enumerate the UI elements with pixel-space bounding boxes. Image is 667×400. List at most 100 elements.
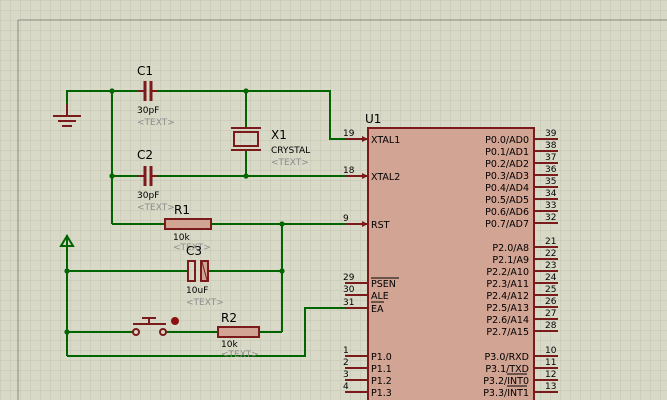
c2-value: 30pF bbox=[137, 191, 159, 201]
pin-number-31: 31 bbox=[343, 298, 354, 308]
capacitor-c2[interactable]: C2 30pF <TEXT> bbox=[137, 148, 175, 213]
pin-label-p1-1: P1.1 bbox=[371, 364, 392, 375]
pin-number-1: 1 bbox=[343, 346, 349, 356]
wires bbox=[66, 90, 345, 357]
pin-input-arrow bbox=[362, 173, 368, 179]
power-terminal-icon[interactable] bbox=[59, 234, 75, 247]
pin-number-28: 28 bbox=[545, 321, 557, 331]
pin-number-12: 12 bbox=[545, 370, 556, 380]
capacitor-c3[interactable]: C3 10uF <TEXT> bbox=[186, 244, 224, 308]
crystal-x1[interactable]: X1 CRYSTAL <TEXT> bbox=[231, 127, 310, 168]
pin-label-p0-7-ad7: P0.7/AD7 bbox=[485, 219, 529, 230]
pin-label-p0-1-ad1: P0.1/AD1 bbox=[485, 147, 529, 158]
pin-number-32: 32 bbox=[545, 213, 556, 223]
x1-value: CRYSTAL bbox=[271, 146, 310, 156]
chip-pin-left[interactable]: 1P1.0 bbox=[343, 346, 392, 363]
r2-value: 10k bbox=[221, 340, 238, 350]
pin-label-p0-2-ad2: P0.2/AD2 bbox=[485, 159, 529, 170]
pin-label-xtal2: XTAL2 bbox=[371, 172, 400, 183]
c2-ref: C2 bbox=[137, 148, 153, 162]
pin-label-p3-2-int0: P3.2/INT0 bbox=[483, 376, 529, 387]
microcontroller-u1[interactable]: U1 19XTAL118XTAL29RST29PSEN30ALE31EA1P1.… bbox=[343, 112, 558, 400]
pin-number-39: 39 bbox=[545, 129, 557, 139]
pin-number-9: 9 bbox=[343, 214, 349, 224]
junction-dot bbox=[279, 268, 285, 274]
left-pins: 19XTAL118XTAL29RST29PSEN30ALE31EA1P1.02P… bbox=[343, 129, 400, 399]
chip-pin-left[interactable]: 4P1.3 bbox=[343, 382, 392, 399]
pin-label-p2-7-a15: P2.7/A15 bbox=[486, 327, 529, 338]
pin-label-p2-3-a11: P2.3/A11 bbox=[486, 279, 529, 290]
pin-number-19: 19 bbox=[343, 129, 355, 139]
chip-pin-left[interactable]: 2P1.1 bbox=[343, 358, 392, 375]
junction-dot bbox=[243, 88, 249, 94]
pin-number-18: 18 bbox=[343, 166, 355, 176]
switch-actuator-dot[interactable] bbox=[171, 317, 179, 325]
pin-number-26: 26 bbox=[545, 297, 557, 307]
pin-number-21: 21 bbox=[545, 237, 556, 247]
wire-vcc-to-ea bbox=[67, 307, 345, 357]
pin-label-p0-6-ad6: P0.6/AD6 bbox=[485, 207, 529, 218]
pin-number-11: 11 bbox=[545, 358, 556, 368]
r1-placeholder: <TEXT> bbox=[173, 243, 211, 253]
push-button-switch[interactable] bbox=[132, 317, 179, 336]
ground-icon[interactable] bbox=[53, 104, 81, 127]
pin-number-22: 22 bbox=[545, 249, 556, 259]
r2-ref: R2 bbox=[221, 311, 237, 325]
pin-number-25: 25 bbox=[545, 285, 556, 295]
pin-number-29: 29 bbox=[343, 273, 355, 283]
pin-label-p2-6-a14: P2.6/A14 bbox=[486, 315, 529, 326]
pin-label-p3-0-rxd: P3.0/RXD bbox=[485, 352, 529, 363]
r2-placeholder: <TEXT> bbox=[221, 350, 259, 360]
c3-value: 10uF bbox=[186, 286, 208, 296]
junction-dot bbox=[109, 88, 115, 94]
pin-label-ea: EA bbox=[371, 304, 384, 315]
pin-label-p1-0: P1.0 bbox=[371, 352, 392, 363]
pin-number-36: 36 bbox=[545, 165, 557, 175]
pin-label-p2-1-a9: P2.1/A9 bbox=[492, 255, 529, 266]
pin-label-xtal1: XTAL1 bbox=[371, 135, 400, 146]
chip-pin-left[interactable]: 3P1.2 bbox=[343, 370, 392, 387]
capacitor-c1[interactable]: C1 30pF <TEXT> bbox=[137, 64, 175, 128]
resistor-r2[interactable]: R2 10k <TEXT> bbox=[217, 311, 260, 360]
pin-number-4: 4 bbox=[343, 382, 349, 392]
chip-body[interactable] bbox=[367, 127, 535, 400]
junction-dot bbox=[243, 173, 249, 179]
c3-placeholder: <TEXT> bbox=[186, 298, 224, 308]
pin-number-35: 35 bbox=[545, 177, 556, 187]
pin-number-24: 24 bbox=[545, 273, 557, 283]
resistor-r1[interactable]: R1 10k <TEXT> bbox=[164, 203, 212, 253]
c2-placeholder: <TEXT> bbox=[137, 203, 175, 213]
c1-ref: C1 bbox=[137, 64, 153, 78]
pin-input-arrow bbox=[362, 136, 368, 142]
pin-label-rst: RST bbox=[371, 220, 390, 231]
